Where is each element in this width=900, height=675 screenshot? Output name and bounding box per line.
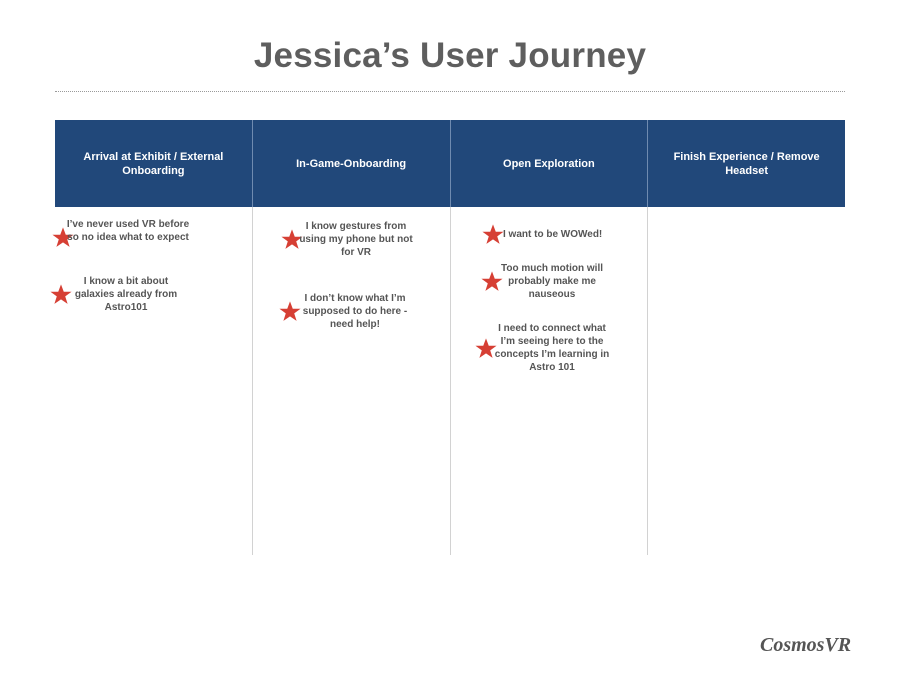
journey-note-exploration-2: Too much motion will probably make me na…	[500, 263, 604, 300]
column-divider	[647, 207, 648, 555]
star-icon	[481, 271, 503, 291]
title-divider	[55, 91, 845, 92]
journey-note-arrival-1: I’ve never used VR before so no idea wha…	[66, 219, 190, 243]
star-icon	[279, 301, 301, 321]
star-icon	[482, 224, 504, 244]
column-divider	[450, 207, 451, 555]
star-icon	[475, 338, 497, 358]
page-title: Jessica’s User Journey	[253, 36, 647, 75]
stage-header-finish-experience: Finish Experience / Remove Headset	[647, 120, 845, 207]
stage-header-arrival: Arrival at Exhibit / External Onboarding	[83, 150, 224, 177]
journey-note-arrival-2: I know a bit about galaxies already from…	[74, 276, 178, 313]
journey-note-exploration-1: I want to be WOWed!	[503, 229, 603, 240]
stage-header-row: Arrival at Exhibit / External Onboarding…	[55, 120, 845, 207]
journey-note-exploration-3: I need to connect what I’m seeing here t…	[494, 323, 610, 373]
stage-header-open-exploration: Open Exploration	[449, 120, 648, 207]
stage-header-in-game-onboarding: In-Game-Onboarding	[251, 120, 450, 207]
column-divider	[252, 207, 253, 555]
star-icon	[52, 227, 74, 247]
brand-logo: CosmosVR	[760, 634, 852, 656]
journey-note-onboarding-1: I know gestures from using my phone but …	[299, 221, 413, 258]
journey-note-onboarding-2: I don’t know what I’m supposed to do her…	[302, 293, 408, 330]
star-icon	[281, 229, 303, 249]
star-icon	[50, 284, 72, 304]
